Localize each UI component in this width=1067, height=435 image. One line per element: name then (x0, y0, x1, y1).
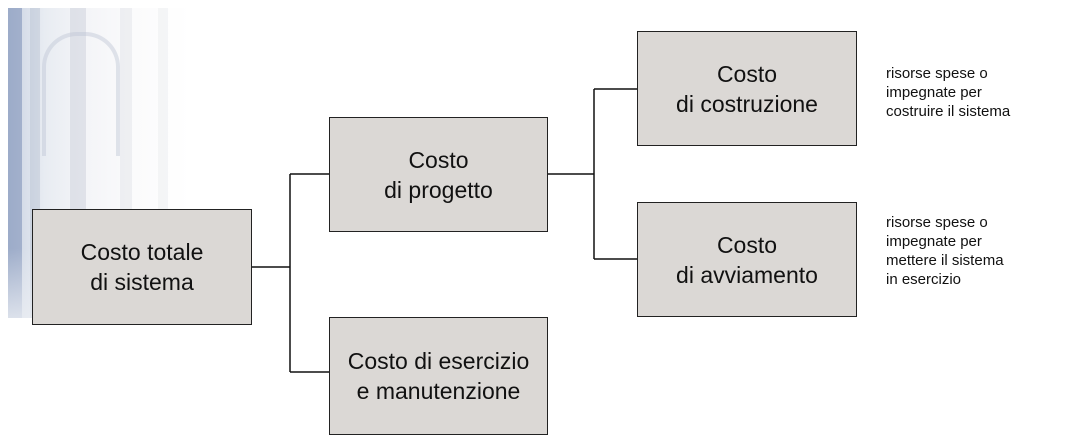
box-costo-progetto: Costo di progetto (329, 117, 548, 232)
note-costruzione: risorse spese o impegnate per costruire … (886, 64, 1010, 121)
note-avviamento-line: impegnate per (886, 233, 982, 250)
box-costo-esercizio-line2: e manutenzione (356, 378, 521, 404)
note-avviamento-line: risorse spese o (886, 214, 988, 231)
box-costo-costruzione-line1: Costo (716, 60, 778, 87)
box-costo-totale-line1: Costo totale (80, 239, 204, 265)
note-costruzione-line: risorse spese o (886, 65, 988, 82)
box-costo-totale-line2: di sistema (90, 269, 194, 295)
box-costo-totale: Costo totale di sistema (32, 209, 252, 325)
box-costo-costruzione-line2: di costruzione (676, 90, 818, 117)
box-costo-costruzione: Costo di costruzione (637, 31, 857, 146)
note-costruzione-line: costruire il sistema (886, 103, 1011, 120)
box-costo-avviamento-line2: di avviamento (676, 261, 818, 288)
note-avviamento-line: in esercizio (886, 271, 962, 288)
box-costo-progetto-line1: Costo (408, 146, 469, 173)
note-costruzione-line: impegnate per (886, 84, 982, 101)
note-avviamento: risorse spese o impegnate per mettere il… (886, 213, 1004, 289)
box-costo-esercizio-line1: Costo di esercizio (347, 348, 530, 374)
box-costo-avviamento-line1: Costo (716, 231, 778, 258)
box-costo-progetto-line2: di progetto (384, 176, 493, 203)
box-costo-esercizio: Costo di esercizio e manutenzione (329, 317, 548, 435)
box-costo-avviamento: Costo di avviamento (637, 202, 857, 317)
note-avviamento-line: mettere il sistema (886, 252, 1004, 269)
